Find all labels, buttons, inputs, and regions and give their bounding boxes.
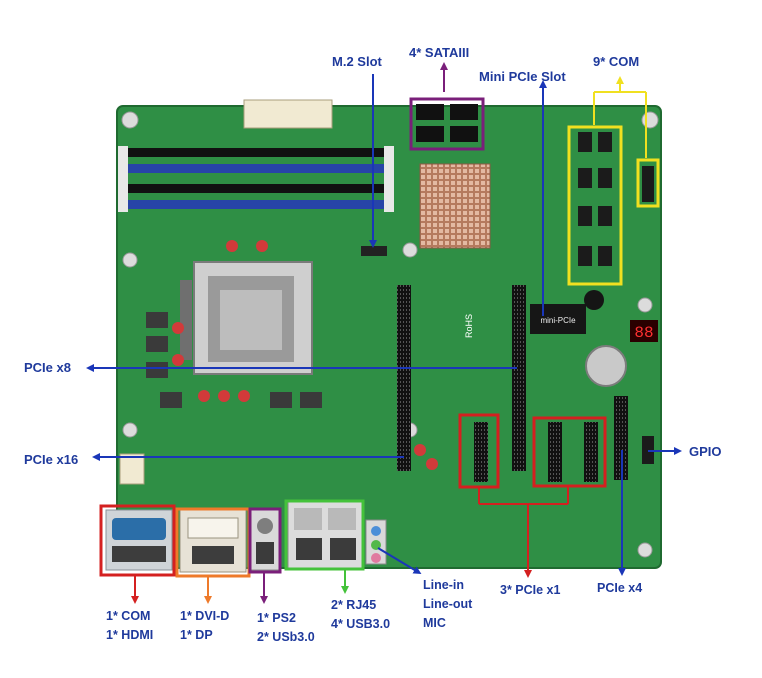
rj45-usb-highlight-box — [284, 499, 365, 571]
cpu-socket — [180, 261, 313, 375]
com-arrow — [593, 76, 647, 158]
audio-label-line3: MIC — [423, 616, 446, 630]
rj45-usb-label-line1: 2* RJ45 — [331, 598, 377, 612]
chipset-heatsink — [419, 163, 491, 249]
pcie-x1-slot-1 — [474, 422, 488, 482]
sata-ports — [416, 104, 478, 142]
rohs-marking: RoHS — [464, 314, 474, 338]
ps2-usb-label-line2: 2* USb3.0 — [257, 630, 315, 644]
rear-io-dvi-dp — [179, 509, 247, 573]
gpio-label: GPIO — [689, 444, 722, 459]
pcie-x4-label: PCIe x4 — [597, 581, 643, 595]
pcie-x1-slot-3 — [584, 422, 598, 482]
dvi-dp-label-line2: 1* DP — [180, 628, 213, 642]
rear-io-audio — [365, 519, 387, 565]
pcie-x8-slot — [397, 285, 411, 471]
dvi-dp-label-line1: 1* DVI-D — [180, 609, 230, 623]
sata-highlight-box — [409, 97, 485, 151]
rear-io-ps2-usb — [249, 509, 281, 571]
pcie-x16-label: PCIe x16 — [24, 452, 79, 467]
pcie-x1-slot-2 — [548, 422, 562, 482]
mini-pcie-marking: mini-PCIe — [540, 316, 576, 325]
atx-power-connector — [243, 99, 333, 129]
rear-io-rj45-usb — [287, 501, 363, 569]
pcie-x8-label: PCIe x8 — [24, 360, 71, 375]
dimm-slots — [118, 146, 394, 212]
pcie-x1-highlight-box-2 — [532, 416, 607, 488]
mini-pcie-component: mini-PCIe — [530, 304, 586, 334]
sata-label: 4* SATAIII — [409, 45, 470, 60]
com-hdmi-label-line2: 1* HDMI — [106, 628, 154, 642]
m2-slot-label: M.2 Slot — [332, 54, 382, 69]
com-hdmi-label-line1: 1* COM — [106, 609, 151, 623]
com-highlight-box-main — [567, 125, 623, 286]
com-headers — [578, 132, 654, 266]
pcie-x1-arrow — [478, 486, 569, 578]
audio-label-line2: Line-out — [423, 597, 473, 611]
vrm-components — [146, 240, 438, 470]
com-label: 9* COM — [593, 54, 640, 69]
pcie-x16-slot — [512, 285, 526, 471]
com-highlight-box-side — [636, 158, 660, 208]
ps2-usb-label-line1: 1* PS2 — [257, 611, 296, 625]
m2-slot-component — [361, 246, 387, 256]
buzzer — [584, 290, 604, 310]
pcie-x4-slot-component — [614, 396, 628, 480]
rear-io-com-hdmi — [105, 509, 173, 571]
com-hdmi-highlight-box — [99, 504, 176, 577]
cmos-battery — [585, 345, 627, 387]
mini-pcie-label: Mini PCIe Slot — [479, 69, 566, 84]
audio-label-line1: Line-in — [423, 578, 464, 592]
audio-arrow — [377, 547, 422, 575]
debug-led-display: 88 — [630, 320, 658, 342]
rj45-usb-label-line2: 4* USB3.0 — [331, 617, 391, 631]
led-digits: 88 — [634, 324, 653, 342]
pcie-x1-label: 3* PCIe x1 — [500, 583, 561, 597]
